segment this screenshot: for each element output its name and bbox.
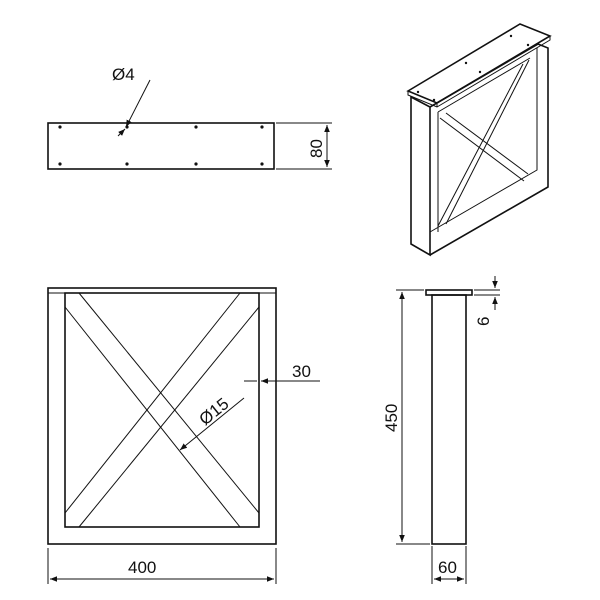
hole-diameter-label: Ø4 (112, 65, 135, 84)
side-view-leg: 6 450 60 (382, 276, 500, 584)
screw-hole (125, 162, 129, 166)
screw-hole (194, 125, 198, 129)
frame-outer (47, 287, 277, 545)
diagonal-bar (78, 292, 260, 514)
isometric-view (406, 23, 552, 257)
iso-frame-inner (429, 48, 538, 233)
hole-leader-line (117, 128, 126, 137)
frame-inner (64, 292, 260, 528)
front-view-frame: 30 Ø15 400 (47, 287, 320, 584)
frame-height-label: 450 (382, 404, 401, 432)
screw-hole (260, 125, 264, 129)
iso-left-leg (410, 95, 431, 257)
diagonal-bar (78, 306, 260, 528)
frame-width-label: 400 (128, 558, 156, 577)
bar-diameter-label: Ø15 (196, 394, 233, 429)
iso-diagonal (437, 63, 524, 227)
iso-diagonal (445, 59, 530, 225)
screw-hole (58, 162, 62, 166)
plate-outline (47, 122, 275, 170)
hole-leader-line (125, 79, 151, 128)
tube-width-label: 30 (292, 362, 311, 381)
top-view-plate: Ø4 80 (47, 65, 332, 170)
screw-hole (194, 162, 198, 166)
iso-top-plate (406, 23, 552, 104)
plate-thickness-label: 6 (474, 317, 493, 326)
diagonal-bar (64, 292, 241, 514)
screw-hole (58, 125, 62, 129)
plate-height-label: 80 (307, 139, 326, 158)
screw-hole (260, 162, 264, 166)
iso-frame-front (429, 43, 549, 256)
tube-depth-label: 60 (438, 558, 457, 577)
diagonal-bar (64, 306, 241, 528)
side-leg-tube (431, 294, 467, 545)
iso-diagonal (439, 117, 525, 182)
bar-diameter-dimension-line (179, 397, 245, 451)
